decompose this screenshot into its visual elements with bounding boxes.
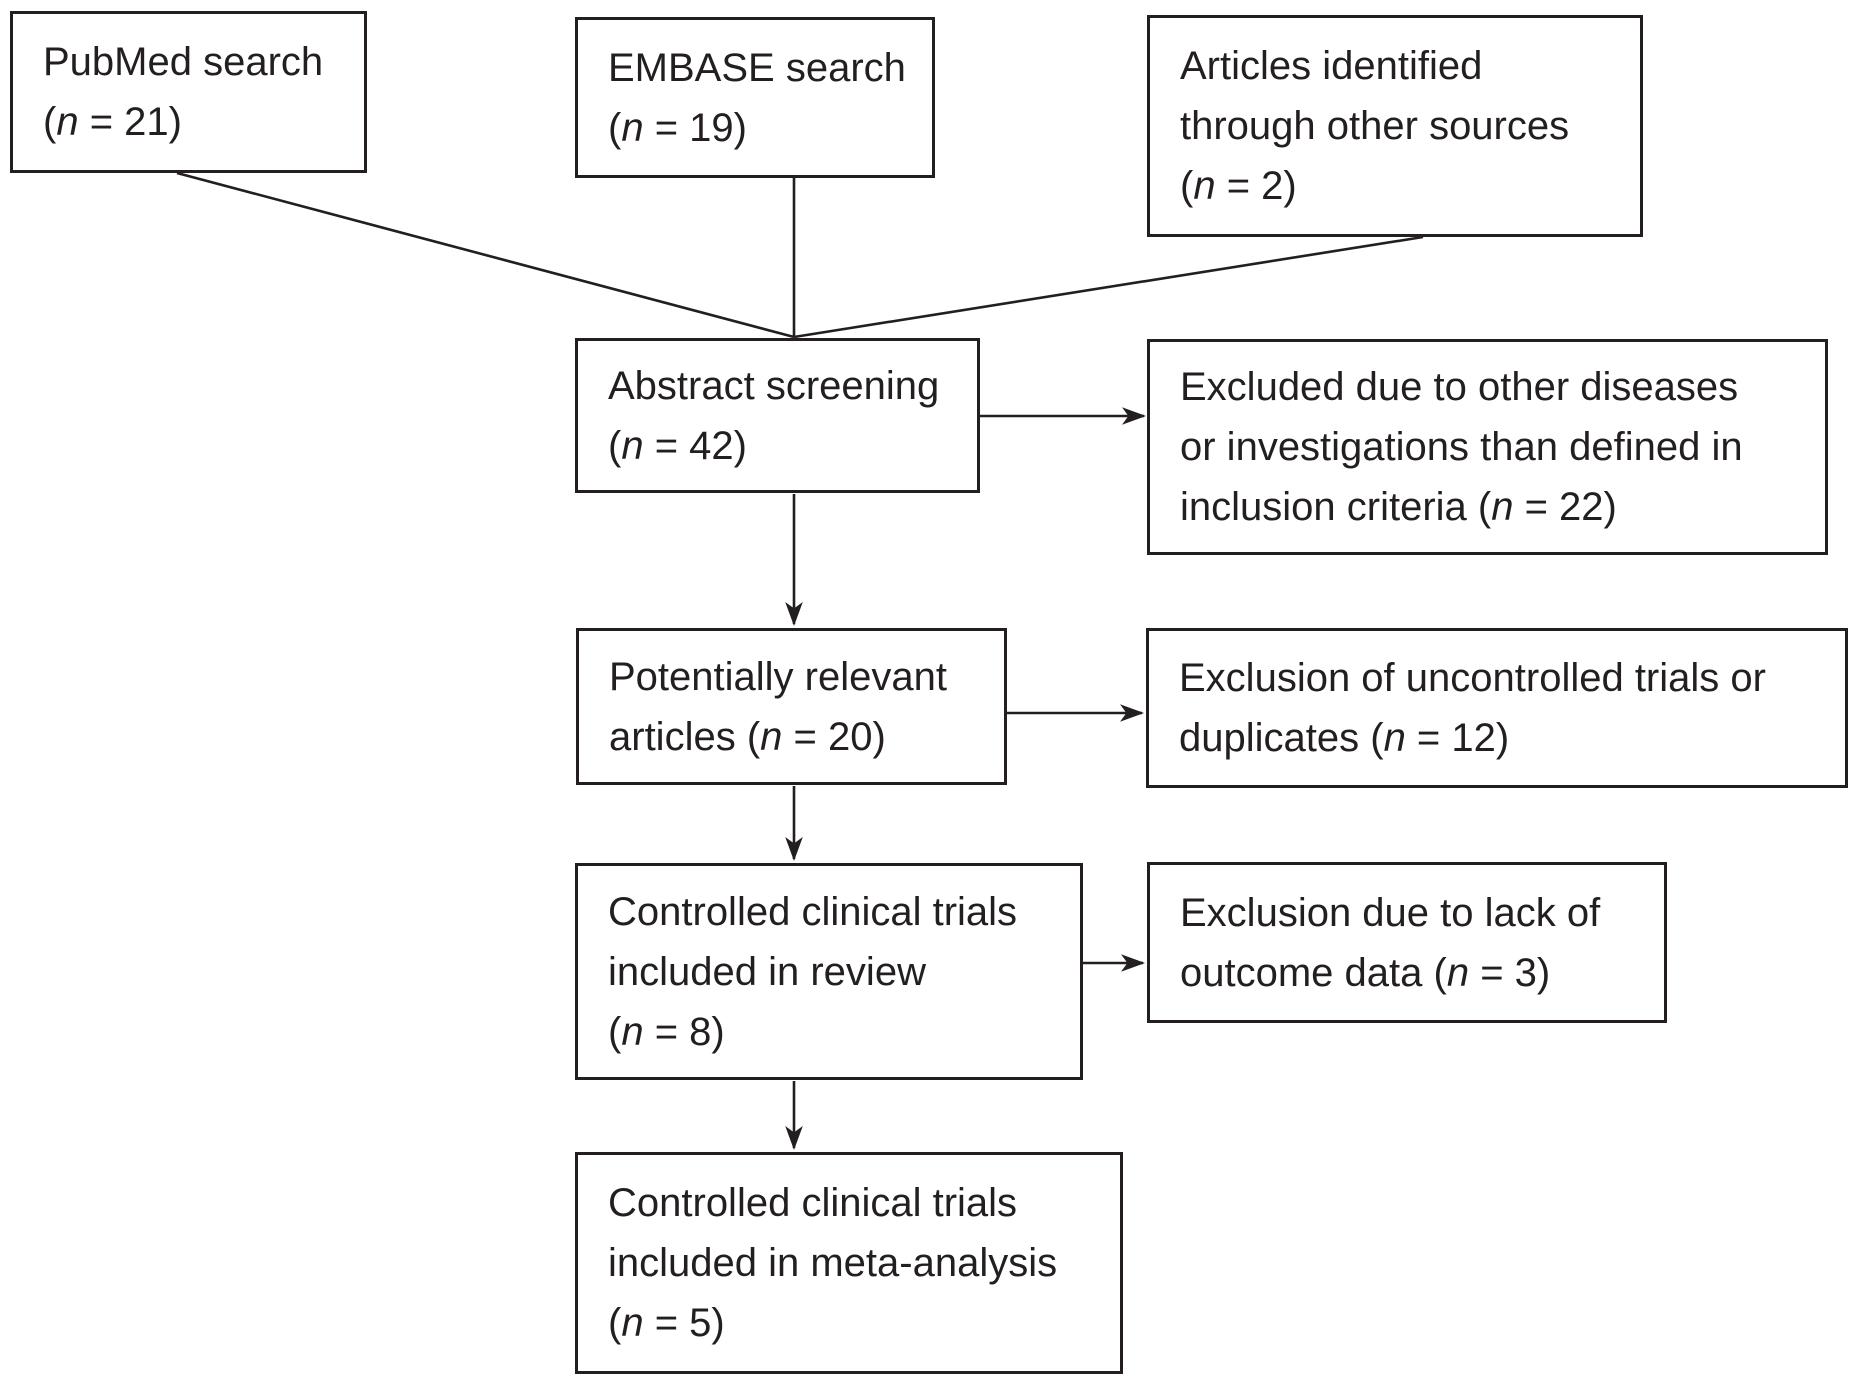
node-line: through other sources <box>1180 104 1570 148</box>
node-line: (n = 8) <box>608 1009 725 1054</box>
node-line: Controlled clinical trials <box>608 889 1018 934</box>
node-line: Abstract screening <box>608 363 940 408</box>
node-pubmed-search: PubMed search (n = 21) <box>10 11 367 173</box>
edge-other-sources-to-screening <box>793 235 1424 339</box>
node-line: Excluded due to other diseases <box>1180 365 1739 409</box>
node-line: Articles identified <box>1180 44 1483 88</box>
node-line: Controlled clinical trials <box>608 1181 1018 1225</box>
node-line: PubMed search <box>43 40 324 84</box>
node-line: Potentially relevant <box>609 654 947 699</box>
node-line: Exclusion of uncontrolled trials or <box>1179 656 1766 700</box>
node-included-in-review: Controlled clinical trials included in r… <box>575 863 1083 1080</box>
node-line: articles (n = 20) <box>609 714 886 759</box>
node-line: EMBASE search <box>608 45 906 90</box>
node-excluded-other-diseases: Excluded due to other diseases or invest… <box>1147 339 1828 555</box>
node-potentially-relevant: Potentially relevant articles (n = 20) <box>576 628 1007 785</box>
node-line: included in review <box>608 949 926 994</box>
node-line: (n = 42) <box>608 423 747 468</box>
node-line: or investigations than defined in <box>1180 425 1743 469</box>
edge-pubmed-to-screening <box>176 171 795 339</box>
node-line: (n = 19) <box>608 105 747 150</box>
node-line: (n = 5) <box>608 1301 725 1345</box>
node-line: outcome data (n = 3) <box>1180 950 1551 995</box>
node-excluded-no-outcome: Exclusion due to lack of outcome data (n… <box>1147 862 1667 1023</box>
node-line: included in meta-analysis <box>608 1241 1058 1285</box>
node-line: inclusion criteria (n = 22) <box>1180 485 1617 529</box>
node-line: duplicates (n = 12) <box>1179 716 1510 760</box>
node-included-in-meta-analysis: Controlled clinical trials included in m… <box>575 1152 1123 1374</box>
node-line: (n = 21) <box>43 100 182 144</box>
node-abstract-screening: Abstract screening (n = 42) <box>575 338 980 493</box>
node-other-sources: Articles identified through other source… <box>1147 15 1643 237</box>
node-embase-search: EMBASE search (n = 19) <box>575 17 935 178</box>
node-line: Exclusion due to lack of <box>1180 890 1601 935</box>
node-line: (n = 2) <box>1180 164 1297 208</box>
node-excluded-uncontrolled: Exclusion of uncontrolled trials or dupl… <box>1146 628 1848 788</box>
